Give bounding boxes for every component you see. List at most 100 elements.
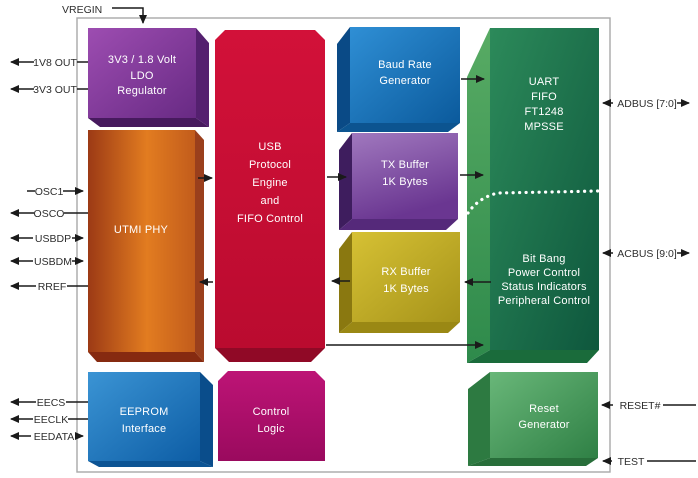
signal-label: RREF: [38, 281, 67, 293]
signal-label: USBDM: [34, 256, 72, 268]
block-uart-bitbang-panel: UART FIFO FT1248 MPSSE Bit Bang Power Co…: [466, 28, 601, 363]
signal-label: EECS: [37, 397, 66, 409]
signal-acbus: ACBUS [9:0]: [602, 248, 690, 260]
bitbang-label-line: Power Control: [508, 267, 580, 279]
baud-label-line: Baud Rate: [378, 59, 432, 71]
uart-label-line: UART: [529, 76, 560, 88]
tx-buffer-main-face: [352, 133, 458, 219]
block-rx-buffer: RX Buffer 1K Bytes: [339, 232, 460, 333]
tx-buffer-bottom-face: [339, 219, 458, 230]
signal-label: EEDATA: [34, 431, 74, 443]
usb-engine-label-line: Engine: [252, 177, 287, 189]
green-panel-main-face: [490, 28, 599, 350]
control-logic-label-line: Logic: [257, 423, 285, 435]
control-logic-label-line: Control: [253, 406, 290, 418]
ldo-label-line: Regulator: [117, 85, 167, 97]
signal-usbdm: USBDM: [10, 256, 84, 268]
rx-buffer-label-line: RX Buffer: [381, 266, 430, 278]
signal-eedata: EEDATA: [10, 431, 84, 443]
utmi-side-face: [195, 130, 204, 362]
reset-main-face: [490, 372, 598, 458]
ldo-side-face: [196, 28, 209, 127]
bitbang-label-line: Status Indicators: [501, 281, 587, 293]
signal-label: VREGIN: [62, 4, 102, 16]
uart-label-line: FIFO: [531, 91, 557, 103]
reset-side-face: [468, 372, 490, 466]
uart-bitbang-divider: [466, 189, 601, 215]
ldo-label-line: LDO: [130, 70, 153, 82]
rx-buffer-label-line: 1K Bytes: [383, 283, 429, 295]
eeprom-label-line: EEPROM: [120, 406, 169, 418]
utmi-bottom-face: [88, 352, 204, 362]
reset-label-line: Reset: [529, 403, 559, 415]
signal-label: TEST: [618, 456, 645, 468]
signal-label: EECLK: [34, 414, 68, 426]
rx-buffer-main-face: [352, 232, 460, 322]
usb-engine-label-line: and: [261, 195, 280, 207]
uart-label-line: MPSSE: [524, 121, 564, 133]
bitbang-label-line: Peripheral Control: [498, 295, 590, 307]
rx-buffer-bottom-face: [339, 322, 460, 333]
signal-eeclk: EECLK: [10, 414, 88, 426]
block-utmi-phy: UTMI PHY: [88, 130, 204, 362]
signal-adbus: ADBUS [7:0]: [602, 98, 690, 110]
uart-label-line: FT1248: [524, 106, 563, 118]
block-eeprom-interface: EEPROM Interface: [88, 372, 213, 467]
rx-buffer-side-face: [339, 232, 352, 333]
signal-label: ACBUS [9:0]: [617, 248, 677, 260]
baud-main-face: [350, 27, 460, 123]
signal-label: ADBUS [7:0]: [617, 98, 677, 110]
usb-engine-label-line: FIFO Control: [237, 213, 303, 225]
signal-rref: RREF: [10, 281, 88, 293]
baud-label-line: Generator: [379, 75, 430, 87]
signal-label: USBDP: [35, 233, 71, 245]
green-panel-bottom-face: [467, 350, 599, 363]
bitbang-section-label: Bit Bang Power Control Status Indicators…: [498, 253, 590, 307]
utmi-label-line: UTMI PHY: [114, 224, 169, 236]
eeprom-bottom-face: [88, 461, 213, 467]
block-ldo-regulator: 3V3 / 1.8 Volt LDO Regulator: [88, 28, 209, 127]
ldo-label-line: 3V3 / 1.8 Volt: [108, 54, 176, 66]
utmi-main-face: [88, 130, 195, 352]
eeprom-label-line: Interface: [122, 423, 167, 435]
usb-engine-bottom-face: [215, 348, 325, 362]
signal-usbdp: USBDP: [10, 233, 84, 245]
signal-osc1: OSC1: [27, 186, 84, 198]
reset-bottom-face: [468, 458, 598, 466]
signal-label: 3V3 OUT: [33, 84, 77, 96]
baud-side-face: [337, 27, 350, 132]
bitbang-label-line: Bit Bang: [522, 253, 565, 265]
signal-eecs: EECS: [10, 397, 88, 409]
signal-reset: RESET#: [601, 400, 696, 412]
tx-buffer-label-line: 1K Bytes: [382, 176, 428, 188]
baud-bottom-face: [337, 123, 460, 132]
signal-1v8-out: 1V8 OUT: [10, 57, 88, 69]
signal-label: OSC1: [35, 186, 64, 198]
block-tx-buffer: TX Buffer 1K Bytes: [339, 133, 458, 230]
usb-engine-label-line: Protocol: [249, 159, 291, 171]
ldo-bottom-face: [88, 118, 209, 127]
signal-label: 1V8 OUT: [33, 57, 77, 69]
eeprom-main-face: [88, 372, 200, 461]
control-logic-main-face: [218, 371, 325, 461]
tx-buffer-side-face: [339, 133, 352, 230]
signal-label: OSCO: [34, 208, 65, 220]
chip-boundary: [76, 17, 611, 473]
signal-osco: OSCO: [10, 208, 88, 220]
reset-label-line: Generator: [518, 419, 569, 431]
signal-label: RESET#: [620, 400, 661, 412]
signal-line: [112, 7, 147, 24]
usb-engine-label-line: USB: [258, 141, 281, 153]
block-reset-generator: Reset Generator: [468, 372, 598, 466]
signal-3v3-out: 3V3 OUT: [10, 84, 88, 96]
ldo-main-face: [88, 28, 196, 118]
signal-vregin: VREGIN: [62, 4, 147, 24]
uart-section-label: UART FIFO FT1248 MPSSE: [524, 76, 564, 133]
usb-engine-main-face: [215, 30, 325, 348]
block-baud-rate-generator: Baud Rate Generator: [337, 27, 460, 132]
block-usb-protocol-engine: USB Protocol Engine and FIFO Control: [215, 30, 325, 362]
eeprom-side-face: [200, 372, 213, 467]
block-control-logic: Control Logic: [218, 371, 325, 461]
